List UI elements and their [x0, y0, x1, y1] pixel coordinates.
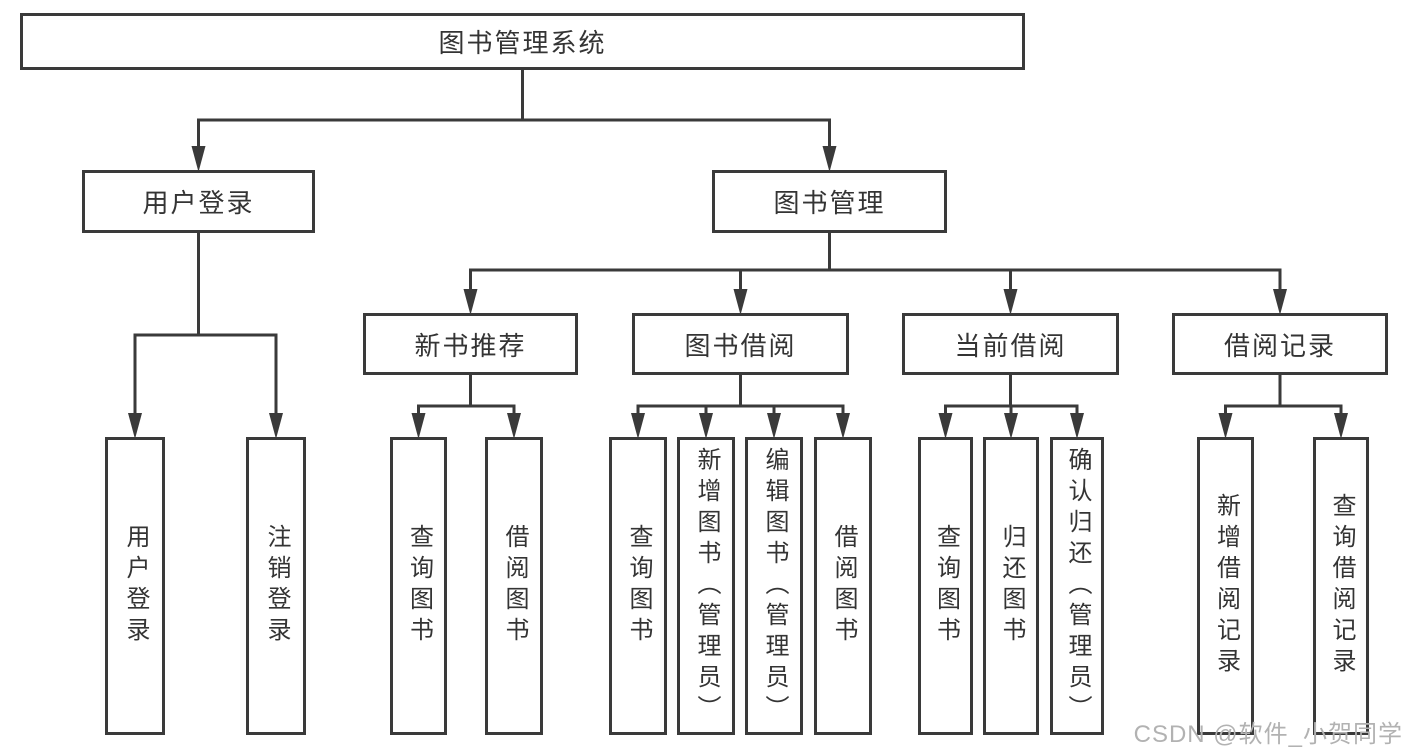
arrowhead-icon: [191, 146, 206, 172]
leaf-recommend-borrow-books-label: 借阅图书: [501, 524, 528, 648]
leaf-records-query-borrow-record: 查询借阅记录: [1313, 437, 1369, 735]
arrowhead-icon: [1334, 413, 1348, 439]
node-book-management-label: 图书管理: [773, 188, 886, 218]
node-library-system-label: 图书管理系统: [438, 28, 607, 58]
node-book-management: 图书管理: [712, 170, 947, 233]
node-borrowing-records: 借阅记录: [1172, 313, 1388, 375]
leaf-current-query-books-label: 查询图书: [932, 524, 960, 648]
arrowhead-icon: [1003, 289, 1018, 315]
leaf-borrowing-edit-books-admin-label: 编辑图书（管理员）: [761, 446, 788, 726]
leaf-records-add-borrow-record: 新增借阅记录: [1197, 437, 1254, 735]
leaf-logout-login: 注销登录: [246, 437, 306, 735]
node-book-borrowing: 图书借阅: [632, 313, 849, 375]
leaf-recommend-query-books: 查询图书: [390, 437, 447, 735]
leaf-borrowing-query-books: 查询图书: [609, 437, 667, 735]
leaf-current-return-books: 归还图书: [983, 437, 1039, 735]
leaf-current-query-books: 查询图书: [918, 437, 973, 735]
leaf-logout-login-label: 注销登录: [263, 524, 290, 648]
node-library-system: 图书管理系统: [20, 13, 1025, 70]
arrowhead-icon: [463, 289, 478, 315]
leaf-borrowing-borrow-books: 借阅图书: [814, 437, 872, 735]
node-current-borrowing: 当前借阅: [902, 313, 1119, 375]
arrowhead-icon: [1273, 289, 1287, 315]
leaf-borrowing-add-books-admin-label: 新增图书（管理员）: [693, 446, 720, 726]
leaf-borrowing-add-books-admin: 新增图书（管理员）: [677, 437, 735, 735]
leaf-borrowing-query-books-label: 查询图书: [625, 524, 652, 648]
arrowhead-icon: [822, 146, 837, 172]
arrowhead-icon: [767, 413, 781, 439]
arrowhead-icon: [836, 413, 850, 439]
leaf-current-confirm-return-admin-label: 确认归还（管理员）: [1064, 446, 1091, 726]
arrowhead-icon: [269, 413, 283, 439]
node-user-login: 用户登录: [82, 170, 315, 233]
arrowhead-icon: [938, 413, 953, 439]
leaf-user-login-label: 用户登录: [122, 524, 149, 648]
leaf-recommend-query-books-label: 查询图书: [405, 524, 433, 648]
node-user-login-label: 用户登录: [142, 188, 255, 218]
watermark: CSDN @软件_小贺同学: [1133, 721, 1403, 747]
node-current-borrowing-label: 当前借阅: [954, 330, 1067, 361]
leaf-records-add-borrow-record-label: 新增借阅记录: [1212, 493, 1240, 679]
node-book-borrowing-label: 图书借阅: [684, 330, 797, 361]
arrowhead-icon: [128, 413, 142, 439]
node-new-book-recommendation: 新书推荐: [363, 313, 578, 375]
arrowhead-icon: [631, 413, 645, 439]
arrowhead-icon: [1218, 413, 1233, 439]
leaf-recommend-borrow-books: 借阅图书: [485, 437, 543, 735]
leaf-current-return-books-label: 归还图书: [998, 524, 1025, 648]
leaf-records-query-borrow-record-label: 查询借阅记录: [1328, 493, 1355, 679]
leaf-user-login: 用户登录: [105, 437, 165, 735]
leaf-borrowing-borrow-books-label: 借阅图书: [830, 524, 857, 648]
arrowhead-icon: [507, 413, 521, 439]
leaf-current-confirm-return-admin: 确认归还（管理员）: [1050, 437, 1104, 735]
arrowhead-icon: [411, 413, 426, 439]
node-borrowing-records-label: 借阅记录: [1223, 330, 1336, 361]
arrowhead-icon: [1004, 413, 1018, 439]
leaf-borrowing-edit-books-admin: 编辑图书（管理员）: [745, 437, 803, 735]
arrowhead-icon: [699, 413, 713, 439]
arrowhead-icon: [1070, 413, 1084, 439]
node-new-book-recommendation-label: 新书推荐: [414, 330, 527, 361]
arrowhead-icon: [733, 289, 748, 315]
